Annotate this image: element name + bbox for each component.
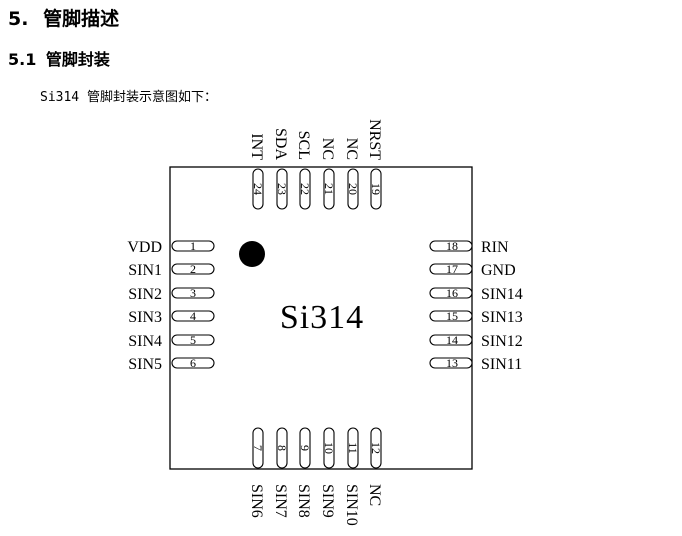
pin-label: NC: [366, 484, 383, 506]
pin-pad: [323, 168, 335, 210]
pin-label: SIN13: [481, 309, 523, 326]
pins-group: 1VDD2SIN13SIN24SIN35SIN46SIN57SIN68SIN79…: [127, 119, 522, 526]
subsection-heading: 5.1 管脚封装: [8, 46, 110, 70]
intro-text: Si314 管脚封装示意图如下：: [40, 90, 217, 105]
pin-label: NC: [343, 138, 360, 160]
pin-label: RIN: [481, 239, 509, 256]
pin-number: 5: [190, 333, 196, 347]
pin-number: 23: [275, 183, 289, 195]
section-heading: 5. 管脚描述: [8, 4, 119, 31]
pin-number: 17: [446, 262, 458, 276]
pin-label: SIN3: [128, 309, 162, 326]
pin-number: 14: [446, 333, 458, 347]
pin-label: NC: [319, 138, 336, 160]
pin-pad: [429, 334, 473, 346]
pin-pad: [323, 427, 335, 469]
pin-pad: [276, 168, 288, 210]
pin-label: SIN8: [295, 484, 312, 518]
pin-pad: [252, 168, 264, 210]
pin-number: 12: [369, 442, 383, 454]
pin-number: 6: [190, 356, 196, 370]
pin-number: 22: [298, 183, 312, 195]
pin-pad: [370, 427, 382, 469]
pin-pad: [429, 357, 473, 369]
pin-label: INT: [248, 133, 265, 160]
pin-pad: [429, 310, 473, 322]
pin-label: SIN5: [128, 356, 162, 373]
pin-pad: [171, 334, 215, 346]
pin-number: 21: [322, 183, 336, 195]
pin-label: NRST: [366, 119, 383, 160]
pin-label: SIN11: [481, 356, 522, 373]
pin-label: SIN14: [481, 286, 523, 303]
pin-pad: [299, 168, 311, 210]
chip-name: Si314: [280, 299, 364, 336]
pin-pad: [429, 263, 473, 275]
pin-label: GND: [481, 262, 516, 279]
pin-pad: [429, 287, 473, 299]
subsection-title: 管脚封装: [45, 50, 110, 69]
pin-number: 19: [369, 183, 383, 195]
pin-number: 13: [446, 356, 458, 370]
pin-label: SIN4: [128, 333, 162, 350]
pin-pad: [171, 357, 215, 369]
pin-label: SDA: [272, 128, 289, 160]
pin-number: 3: [190, 286, 196, 300]
pin-label: SCL: [295, 131, 312, 160]
pin-pad: [429, 240, 473, 252]
pin-pad: [171, 310, 215, 322]
pin-pad: [299, 427, 311, 469]
pin-number: 8: [275, 445, 289, 451]
pin-pad: [171, 287, 215, 299]
pin-number: 24: [251, 183, 265, 195]
pin-number: 1: [190, 239, 196, 253]
pin-pad: [347, 427, 359, 469]
section-title: 管脚描述: [43, 8, 120, 30]
pin-number: 2: [190, 262, 196, 276]
pin-number: 15: [446, 309, 458, 323]
pin-pad: [171, 240, 215, 252]
pin-label: SIN2: [128, 286, 162, 303]
pin-label: VDD: [127, 239, 162, 256]
pin-label: SIN10: [343, 484, 360, 526]
chip-body: [169, 166, 473, 470]
pin-number: 10: [322, 442, 336, 454]
pin-pad: [276, 427, 288, 469]
pin-number: 9: [298, 445, 312, 451]
pin-pad: [347, 168, 359, 210]
pin-number: 20: [346, 183, 360, 195]
pin-pad: [370, 168, 382, 210]
pin-pad: [252, 427, 264, 469]
pin-number: 4: [190, 309, 196, 323]
pin-number: 7: [251, 445, 265, 451]
pin-number: 11: [346, 442, 360, 454]
pin-pad: [171, 263, 215, 275]
pin-label: SIN1: [128, 262, 162, 279]
pin-number: 16: [446, 286, 458, 300]
pin-label: SIN12: [481, 333, 523, 350]
pin-label: SIN6: [248, 484, 265, 518]
pin-number: 18: [446, 239, 458, 253]
pin-label: SIN7: [272, 484, 289, 518]
pin1-marker-dot: [239, 241, 265, 267]
pin-label: SIN9: [319, 484, 336, 518]
subsection-number: 5.1: [8, 50, 37, 69]
section-number: 5.: [8, 8, 29, 30]
